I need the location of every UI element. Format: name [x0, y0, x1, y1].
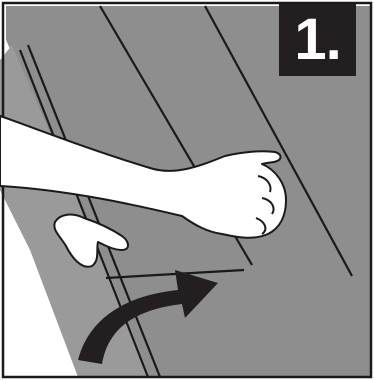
step-number-badge: 1. [279, 4, 356, 76]
